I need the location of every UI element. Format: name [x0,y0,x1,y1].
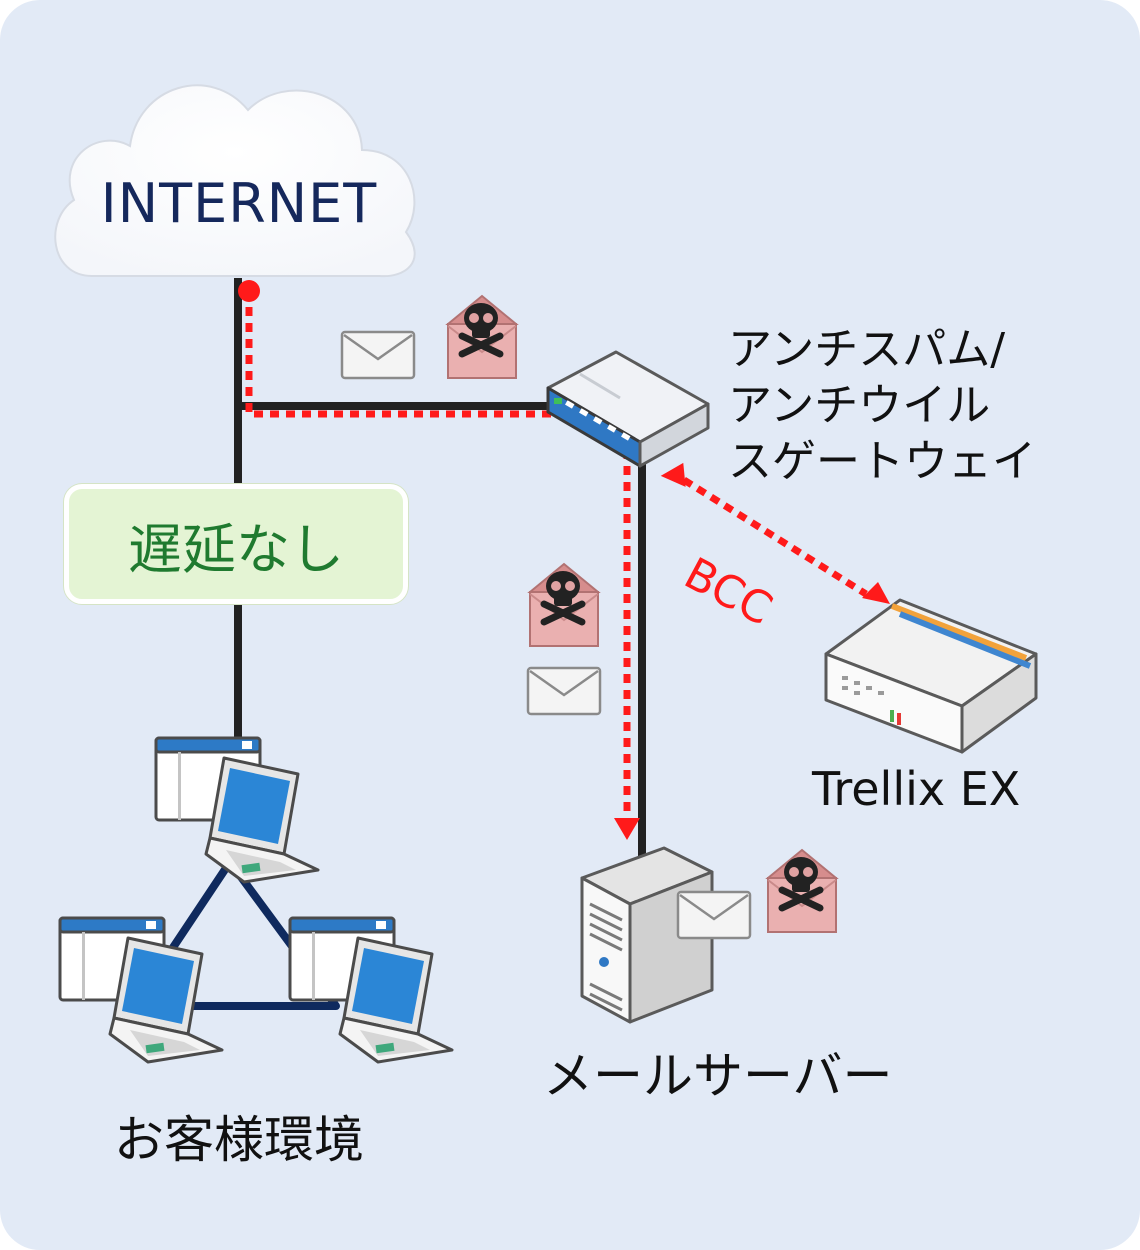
cloud-icon [54,84,416,278]
bcc-arrow-end [862,582,890,604]
flow-path-inbound [245,291,555,418]
envelope-icon [526,666,602,716]
gateway-label-line: アンチウイル [728,380,991,431]
laptop-icon [338,936,454,1064]
gateway-label-line: アンチスパム/ [728,324,1006,375]
envelope-icon [340,330,416,380]
customer-environment-label: お客様環境 [114,1111,364,1169]
lan-link [130,858,340,1010]
skull-envelope-icon [448,296,516,378]
appliance-icon [824,598,1038,754]
gateway-label: アンチスパム/ アンチウイル スゲートウェイ [728,322,1036,490]
mail-server-label: メールサーバー [543,1047,893,1105]
internet-label: INTERNET [100,172,378,235]
flow-origin-dot [238,280,260,302]
laptop-icon [204,756,320,884]
trellix-label: Trellix EX [812,762,1021,816]
skull-envelope-icon [768,850,836,932]
envelope-icon [676,890,752,940]
network-switch-icon [546,350,710,468]
arrow-head-down [614,818,640,840]
bcc-arrow-start [660,462,686,487]
skull-envelope-icon [530,564,598,646]
bcc-link [682,477,868,597]
gateway-label-line: スゲートウェイ [728,436,1036,487]
no-delay-badge: 遅延なし [64,484,408,604]
laptop-icon [108,936,224,1064]
